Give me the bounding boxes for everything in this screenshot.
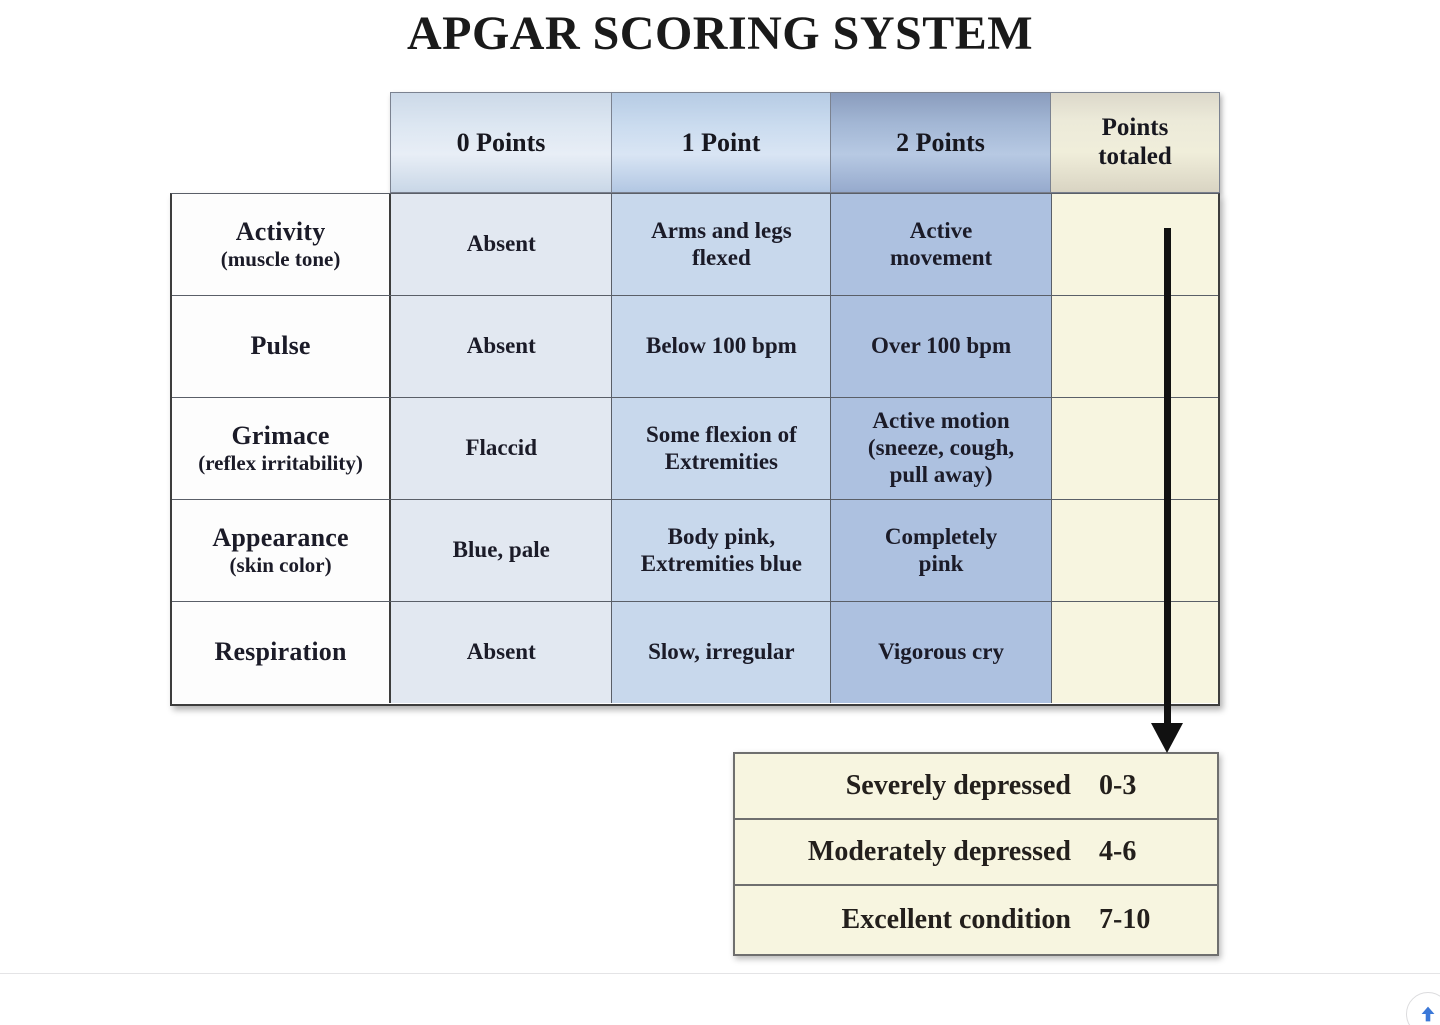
cell-appearance-2-points: Completely pink [831,500,1052,601]
legend-label-excellent-condition: Excellent condition [841,904,1071,935]
table-body: Activity (muscle tone) Absent Arms and l… [170,193,1220,706]
legend-row-severely-depressed: Severely depressed 0-3 [735,754,1217,820]
row-header-activity: Activity (muscle tone) [172,194,392,295]
cell-respiration-2-points-text: Vigorous cry [878,639,1004,665]
column-header-points-totaled-line2: totaled [1098,142,1172,170]
cell-pulse-2-points: Over 100 bpm [831,296,1052,397]
cell-grimace-2-points: Active motion (sneeze, cough, pull away) [831,398,1052,499]
cell-appearance-1-point-line1: Body pink, [667,523,776,549]
row-header-pulse: Pulse [172,296,392,397]
page-divider [0,973,1440,974]
cell-appearance-2-points-line2: pink [918,550,964,576]
cell-pulse-0-points: Absent [391,296,613,397]
cell-activity-0-points: Absent [391,194,613,295]
row-header-respiration: Respiration [172,602,392,703]
column-header-points-totaled: Points totaled [1050,92,1220,193]
page-title: APGAR SCORING SYSTEM [406,7,1034,60]
scroll-to-top-button[interactable] [1406,992,1440,1025]
cell-pulse-0-points-text: Absent [466,333,536,359]
legend-label-moderately-depressed: Moderately depressed [807,836,1071,867]
cell-grimace-1-point: Some flexion of Extremities [612,398,832,499]
legend-value-moderately-depressed: 4-6 [1099,836,1137,867]
total-score-arrow-head-icon [1151,723,1183,753]
row-header-grimace-sub: (reflex irritability) [198,451,363,476]
cell-activity-1-point: Arms and legs flexed [612,194,832,295]
cell-activity-2-points: Active movement [831,194,1052,295]
legend-value-excellent-condition: 7-10 [1099,904,1151,935]
cell-appearance-2-points-line1: Completely [884,523,998,549]
legend-value-severely-depressed: 0-3 [1099,770,1137,801]
row-header-appearance-sub: (skin color) [229,553,332,578]
score-interpretation-legend: Severely depressed 0-3 Moderately depres… [733,752,1219,956]
cell-grimace-2-points-line3: pull away) [889,461,993,487]
column-header-1-point-label: 1 Point [681,127,761,157]
cell-activity-2-points-line2: movement [889,244,993,270]
column-header-points-totaled-line1: Points [1101,114,1169,141]
column-header-0-points: 0 Points [390,92,612,193]
cell-grimace-0-points-text: Flaccid [465,435,537,461]
table-header-row: 0 Points 1 Point 2 Points Points totaled [390,92,1220,193]
cell-respiration-0-points-text: Absent [466,639,536,665]
row-header-activity-sub: (muscle tone) [220,247,341,272]
total-score-arrow-shaft [1164,228,1171,735]
cell-respiration-1-point: Slow, irregular [612,602,832,703]
apgar-table: 0 Points 1 Point 2 Points Points totaled… [170,92,1220,706]
cell-grimace-2-points-line2: (sneeze, cough, [867,435,1015,461]
cell-pulse-points-totaled[interactable] [1051,296,1218,397]
column-header-0-points-label: 0 Points [456,127,546,157]
cell-activity-1-point-line1: Arms and legs [651,217,792,243]
cell-respiration-points-totaled[interactable] [1051,602,1218,703]
cell-activity-2-points-line1: Active [909,217,973,243]
cell-appearance-1-point: Body pink, Extremities blue [612,500,832,601]
row-header-pulse-main: Pulse [250,331,311,361]
table-row: Grimace (reflex irritability) Flaccid So… [172,398,1218,500]
cell-appearance-0-points-text: Blue, pale [452,537,550,563]
table-row: Activity (muscle tone) Absent Arms and l… [172,194,1218,296]
cell-grimace-points-totaled[interactable] [1051,398,1218,499]
legend-row-moderately-depressed: Moderately depressed 4-6 [735,820,1217,886]
table-row: Pulse Absent Below 100 bpm Over 100 bpm [172,296,1218,398]
legend-row-excellent-condition: Excellent condition 7-10 [735,886,1217,954]
cell-respiration-1-point-text: Slow, irregular [648,639,795,665]
row-header-grimace-main: Grimace [231,421,330,451]
table-row: Respiration Absent Slow, irregular Vigor… [172,602,1218,703]
cell-pulse-1-point-text: Below 100 bpm [645,333,797,359]
row-header-respiration-main: Respiration [214,637,347,667]
table-row: Appearance (skin color) Blue, pale Body … [172,500,1218,602]
arrow-up-icon [1421,1006,1435,1022]
column-header-2-points-label: 2 Points [896,127,985,157]
row-header-appearance: Appearance (skin color) [172,500,392,601]
cell-pulse-1-point: Below 100 bpm [612,296,832,397]
cell-respiration-2-points: Vigorous cry [831,602,1052,703]
row-header-grimace: Grimace (reflex irritability) [172,398,392,499]
column-header-1-point: 1 Point [611,92,831,193]
row-header-activity-main: Activity [235,217,326,247]
cell-appearance-0-points: Blue, pale [391,500,613,601]
cell-activity-0-points-text: Absent [466,231,536,257]
cell-respiration-0-points: Absent [391,602,613,703]
cell-appearance-points-totaled[interactable] [1051,500,1218,601]
cell-grimace-1-point-line2: Extremities [664,448,779,474]
cell-grimace-0-points: Flaccid [391,398,613,499]
cell-grimace-1-point-line1: Some flexion of [646,421,797,447]
cell-grimace-2-points-line1: Active motion [872,408,1010,434]
cell-appearance-1-point-line2: Extremities blue [640,550,802,576]
cell-activity-1-point-line2: flexed [692,244,751,270]
cell-pulse-2-points-text: Over 100 bpm [870,333,1012,359]
column-header-2-points: 2 Points [830,92,1051,193]
legend-label-severely-depressed: Severely depressed [845,770,1071,801]
row-header-appearance-main: Appearance [212,523,349,553]
cell-activity-points-totaled[interactable] [1051,194,1218,295]
